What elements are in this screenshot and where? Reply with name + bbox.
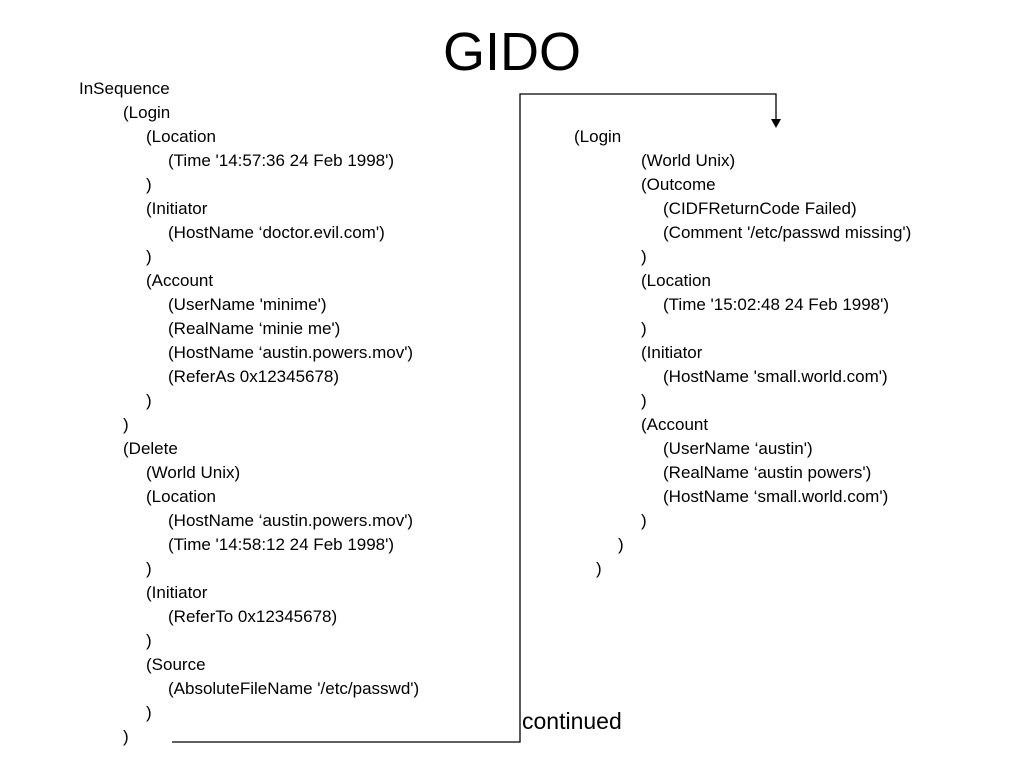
connector-line (172, 93, 777, 743)
code-line: ) (146, 631, 152, 650)
code-line: (Login (574, 127, 622, 146)
code-line: ) (146, 175, 152, 194)
code-line: (Account (641, 415, 709, 434)
code-line: ) (146, 247, 152, 266)
code-line: (UserName ‘austin') (663, 439, 813, 458)
code-line: (AbsoluteFileName '/etc/passwd') (168, 679, 420, 698)
code-line: ) (641, 247, 647, 266)
code-line: (Login (123, 103, 171, 122)
code-line: (RealName ‘austin powers') (663, 463, 872, 482)
code-line: (Source (146, 655, 206, 674)
code-line: (UserName 'minime') (168, 295, 327, 314)
code-line: ) (123, 727, 129, 746)
code-line: (Time '14:58:12 24 Feb 1998') (168, 535, 395, 554)
code-line: (HostName ‘austin.powers.mov') (168, 511, 414, 530)
code-line: (Time '15:02:48 24 Feb 1998') (663, 295, 890, 314)
code-line: (World Unix) (641, 151, 736, 170)
code-line: ) (146, 391, 152, 410)
continued-label: continued (522, 708, 622, 734)
code-line: ) (123, 415, 129, 434)
code-line: ) (641, 511, 647, 530)
arrow-head-icon (771, 119, 781, 128)
code-line: (HostName ‘doctor.evil.com') (168, 223, 385, 242)
code-line: (Initiator (641, 343, 703, 362)
code-line: (HostName ‘austin.powers.mov') (168, 343, 414, 362)
code-line: (Location (146, 127, 216, 146)
code-line: InSequence (79, 79, 170, 98)
code-line: ) (618, 535, 624, 554)
code-line: ) (146, 559, 152, 578)
code-line: (HostName ‘small.world.com') (663, 487, 889, 506)
code-line: (Initiator (146, 583, 208, 602)
code-line: (Time '14:57:36 24 Feb 1998') (168, 151, 395, 170)
code-line: (RealName ‘minie me') (168, 319, 341, 338)
code-line: (Outcome (641, 175, 716, 194)
code-line: (HostName 'small.world.com') (663, 367, 888, 386)
code-line: (Initiator (146, 199, 208, 218)
code-line: (Delete (123, 439, 178, 458)
code-line: (CIDFReturnCode Failed) (663, 199, 857, 218)
slide-title: GIDO (442, 22, 581, 82)
code-line: (Account (146, 271, 214, 290)
code-line: (ReferAs 0x12345678) (168, 367, 340, 386)
code-line: ) (641, 391, 647, 410)
code-line: (Location (641, 271, 711, 290)
code-line: ) (596, 559, 602, 578)
code-line: (World Unix) (146, 463, 241, 482)
code-line: (ReferTo 0x12345678) (168, 607, 338, 626)
code-line: (Comment '/etc/passwd missing') (663, 223, 912, 242)
code-line: (Location (146, 487, 216, 506)
code-line: ) (641, 319, 647, 338)
code-line: ) (146, 703, 152, 722)
